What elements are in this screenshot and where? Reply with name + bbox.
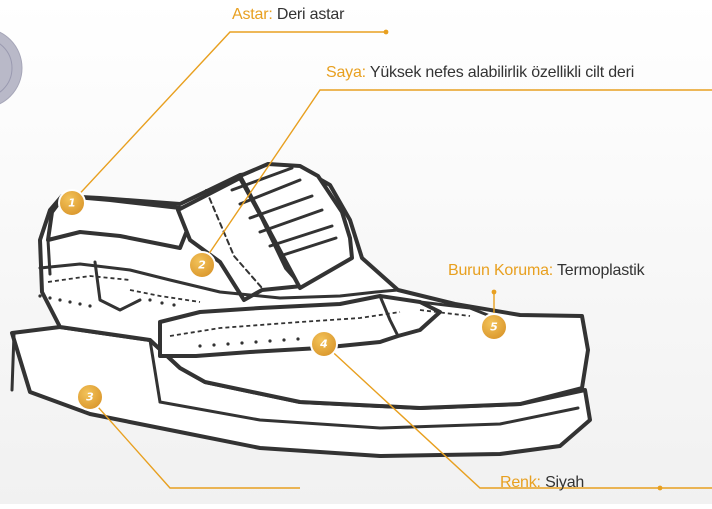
badge-1: 1 — [59, 190, 85, 216]
callout-saya: Saya: Yüksek nefes alabilirlik özellikli… — [326, 64, 634, 82]
callout-astar: Astar: Deri astar — [232, 6, 344, 24]
badge-3: 3 — [77, 384, 103, 410]
callout-burun-koruma: Burun Koruma: Termoplastik — [448, 262, 644, 280]
callout-renk-key: Renk: — [500, 474, 541, 491]
callout-astar-value: Deri astar — [277, 6, 344, 23]
callout-renk: Renk: Siyah — [500, 474, 584, 492]
badge-3-number: 3 — [86, 391, 94, 404]
badge-1-number: 1 — [68, 197, 76, 210]
badge-4-number: 4 — [319, 338, 328, 351]
badge-4: 4 — [311, 331, 337, 357]
badge-5: 5 — [481, 314, 507, 340]
callout-saya-value: Yüksek nefes alabilirlik özellikli cilt … — [370, 64, 634, 81]
badge-2-number: 2 — [198, 259, 206, 272]
callout-astar-key: Astar: — [232, 6, 273, 23]
badge-5-number: 5 — [490, 321, 498, 334]
callout-saya-key: Saya: — [326, 64, 366, 81]
callout-renk-value: Siyah — [545, 474, 584, 491]
callout-burun-koruma-value: Termoplastik — [557, 262, 644, 279]
badge-2: 2 — [189, 252, 215, 278]
callout-burun-koruma-key: Burun Koruma: — [448, 262, 553, 279]
